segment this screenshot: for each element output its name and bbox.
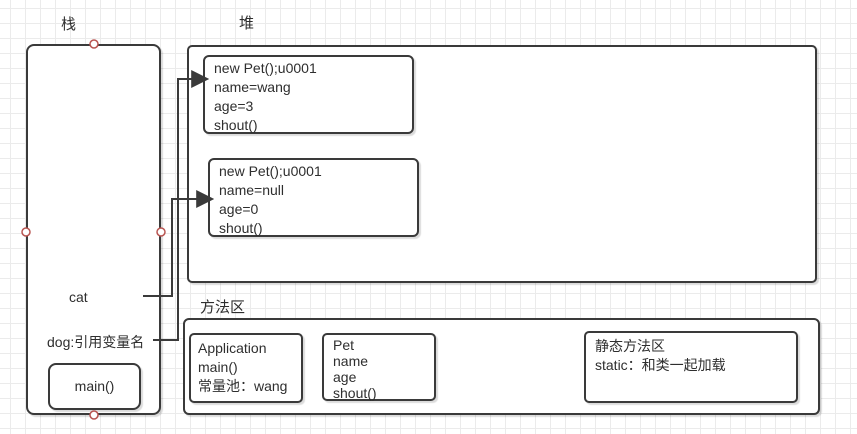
object1-line: age=3 [214,98,254,114]
static-box-line: static：和类一起加载 [595,357,726,373]
pet-class-line: shout() [333,385,377,401]
pet-object-2-box[interactable]: new Pet();u0001 name=null age=0 shout() [208,158,419,237]
object2-line: name=null [219,182,284,198]
object1-line: new Pet();u0001 [214,60,317,76]
object2-line: shout() [219,220,263,236]
object1-line: name=wang [214,79,291,95]
pet-object-1-box[interactable]: new Pet();u0001 name=wang age=3 shout() [203,55,414,134]
object1-line: shout() [214,117,258,133]
static-method-box[interactable]: 静态方法区 static：和类一起加载 [584,331,798,403]
pet-class-line: age [333,369,357,385]
object2-line: new Pet();u0001 [219,163,322,179]
main-method-box[interactable]: main() [48,363,141,410]
application-box[interactable]: Application main() 常量池：wang [189,333,303,403]
cat-to-object2-arrow[interactable] [143,190,215,297]
cat-reference-label[interactable]: cat [69,289,88,305]
pet-class-line: Pet [333,337,355,353]
pet-class-box[interactable]: Pet name age shout() [322,333,436,401]
object2-line: age=0 [219,201,259,217]
application-line: Application [198,340,267,356]
method-area-label[interactable]: 方法区 [200,299,246,316]
application-line: 常量池：wang [198,378,288,394]
dog-reference-label[interactable]: dog:引用变量名 [47,334,145,350]
application-line: main() [198,359,238,375]
static-box-line: 静态方法区 [595,338,665,354]
stack-region[interactable] [26,44,161,415]
heap-label[interactable]: 堆 [239,15,255,32]
dog-to-object1-arrow[interactable] [153,70,210,341]
main-method-label: main() [74,378,115,394]
pet-class-line: name [333,353,369,369]
stack-label[interactable]: 栈 [61,16,77,33]
